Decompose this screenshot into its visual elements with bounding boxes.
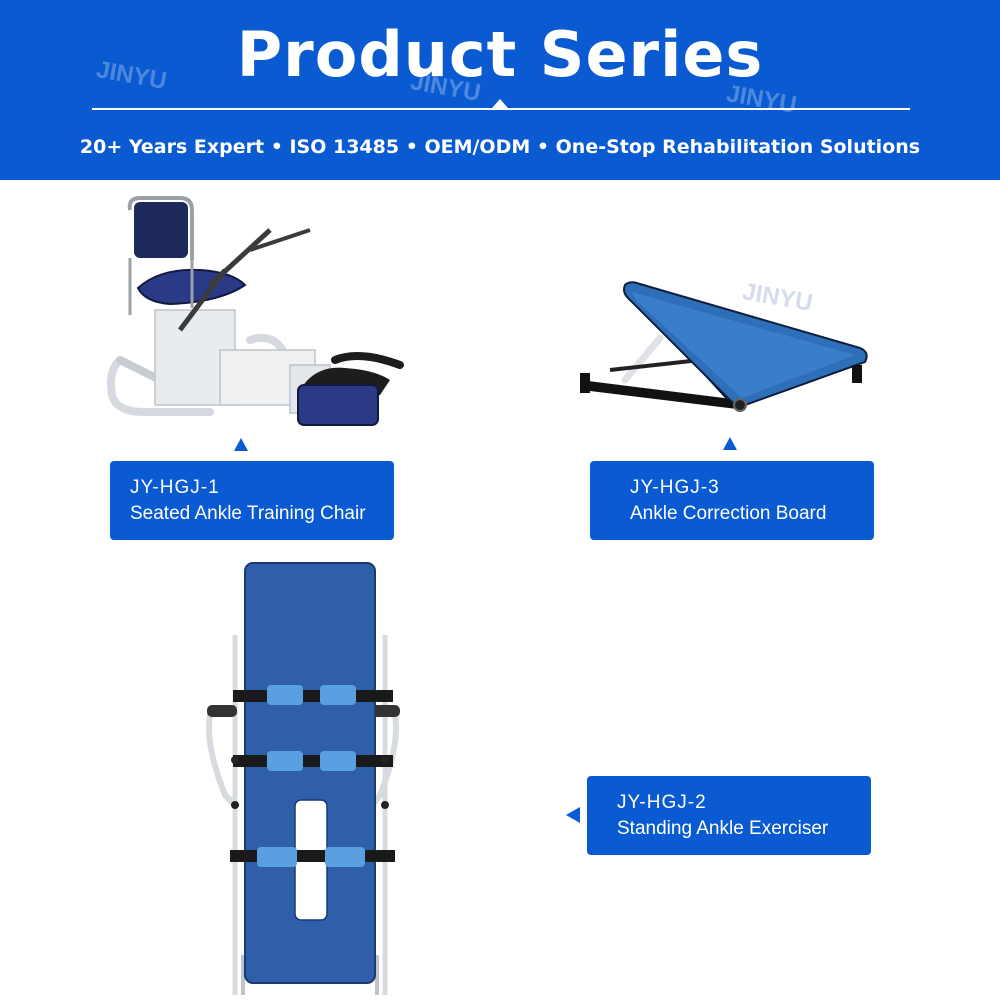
divider-notch [492, 99, 508, 108]
header-tagline: 20+ Years Expert • ISO 13485 • OEM/ODM •… [79, 136, 921, 158]
product-code: JY-HGJ-3 [630, 476, 720, 498]
seated-ankle-training-chair-image [107, 196, 404, 426]
standing-ankle-exerciser-image [206, 562, 400, 995]
header-banner: JINYU JINYU JINYU Product Series 20+ Yea… [0, 0, 1000, 180]
page-title: Product Series [236, 18, 764, 91]
product-label-jy-hgj-2: JY-HGJ-2 Standing Ankle Exerciser [587, 776, 871, 855]
ankle-correction-board-image [580, 281, 868, 413]
pointer-arrow-up [234, 438, 248, 451]
product-name: Ankle Correction Board [630, 502, 827, 524]
product-label-jy-hgj-1: JY-HGJ-1 Seated Ankle Training Chair [110, 461, 394, 540]
pointer-arrow-up [723, 437, 737, 450]
pointer-arrow-left [566, 807, 580, 823]
product-label-jy-hgj-3: JY-HGJ-3 Ankle Correction Board [590, 461, 874, 540]
header-divider [92, 108, 910, 110]
product-code: JY-HGJ-2 [617, 791, 707, 813]
product-name: Standing Ankle Exerciser [617, 817, 829, 839]
product-code: JY-HGJ-1 [130, 476, 220, 498]
product-name: Seated Ankle Training Chair [130, 502, 366, 524]
